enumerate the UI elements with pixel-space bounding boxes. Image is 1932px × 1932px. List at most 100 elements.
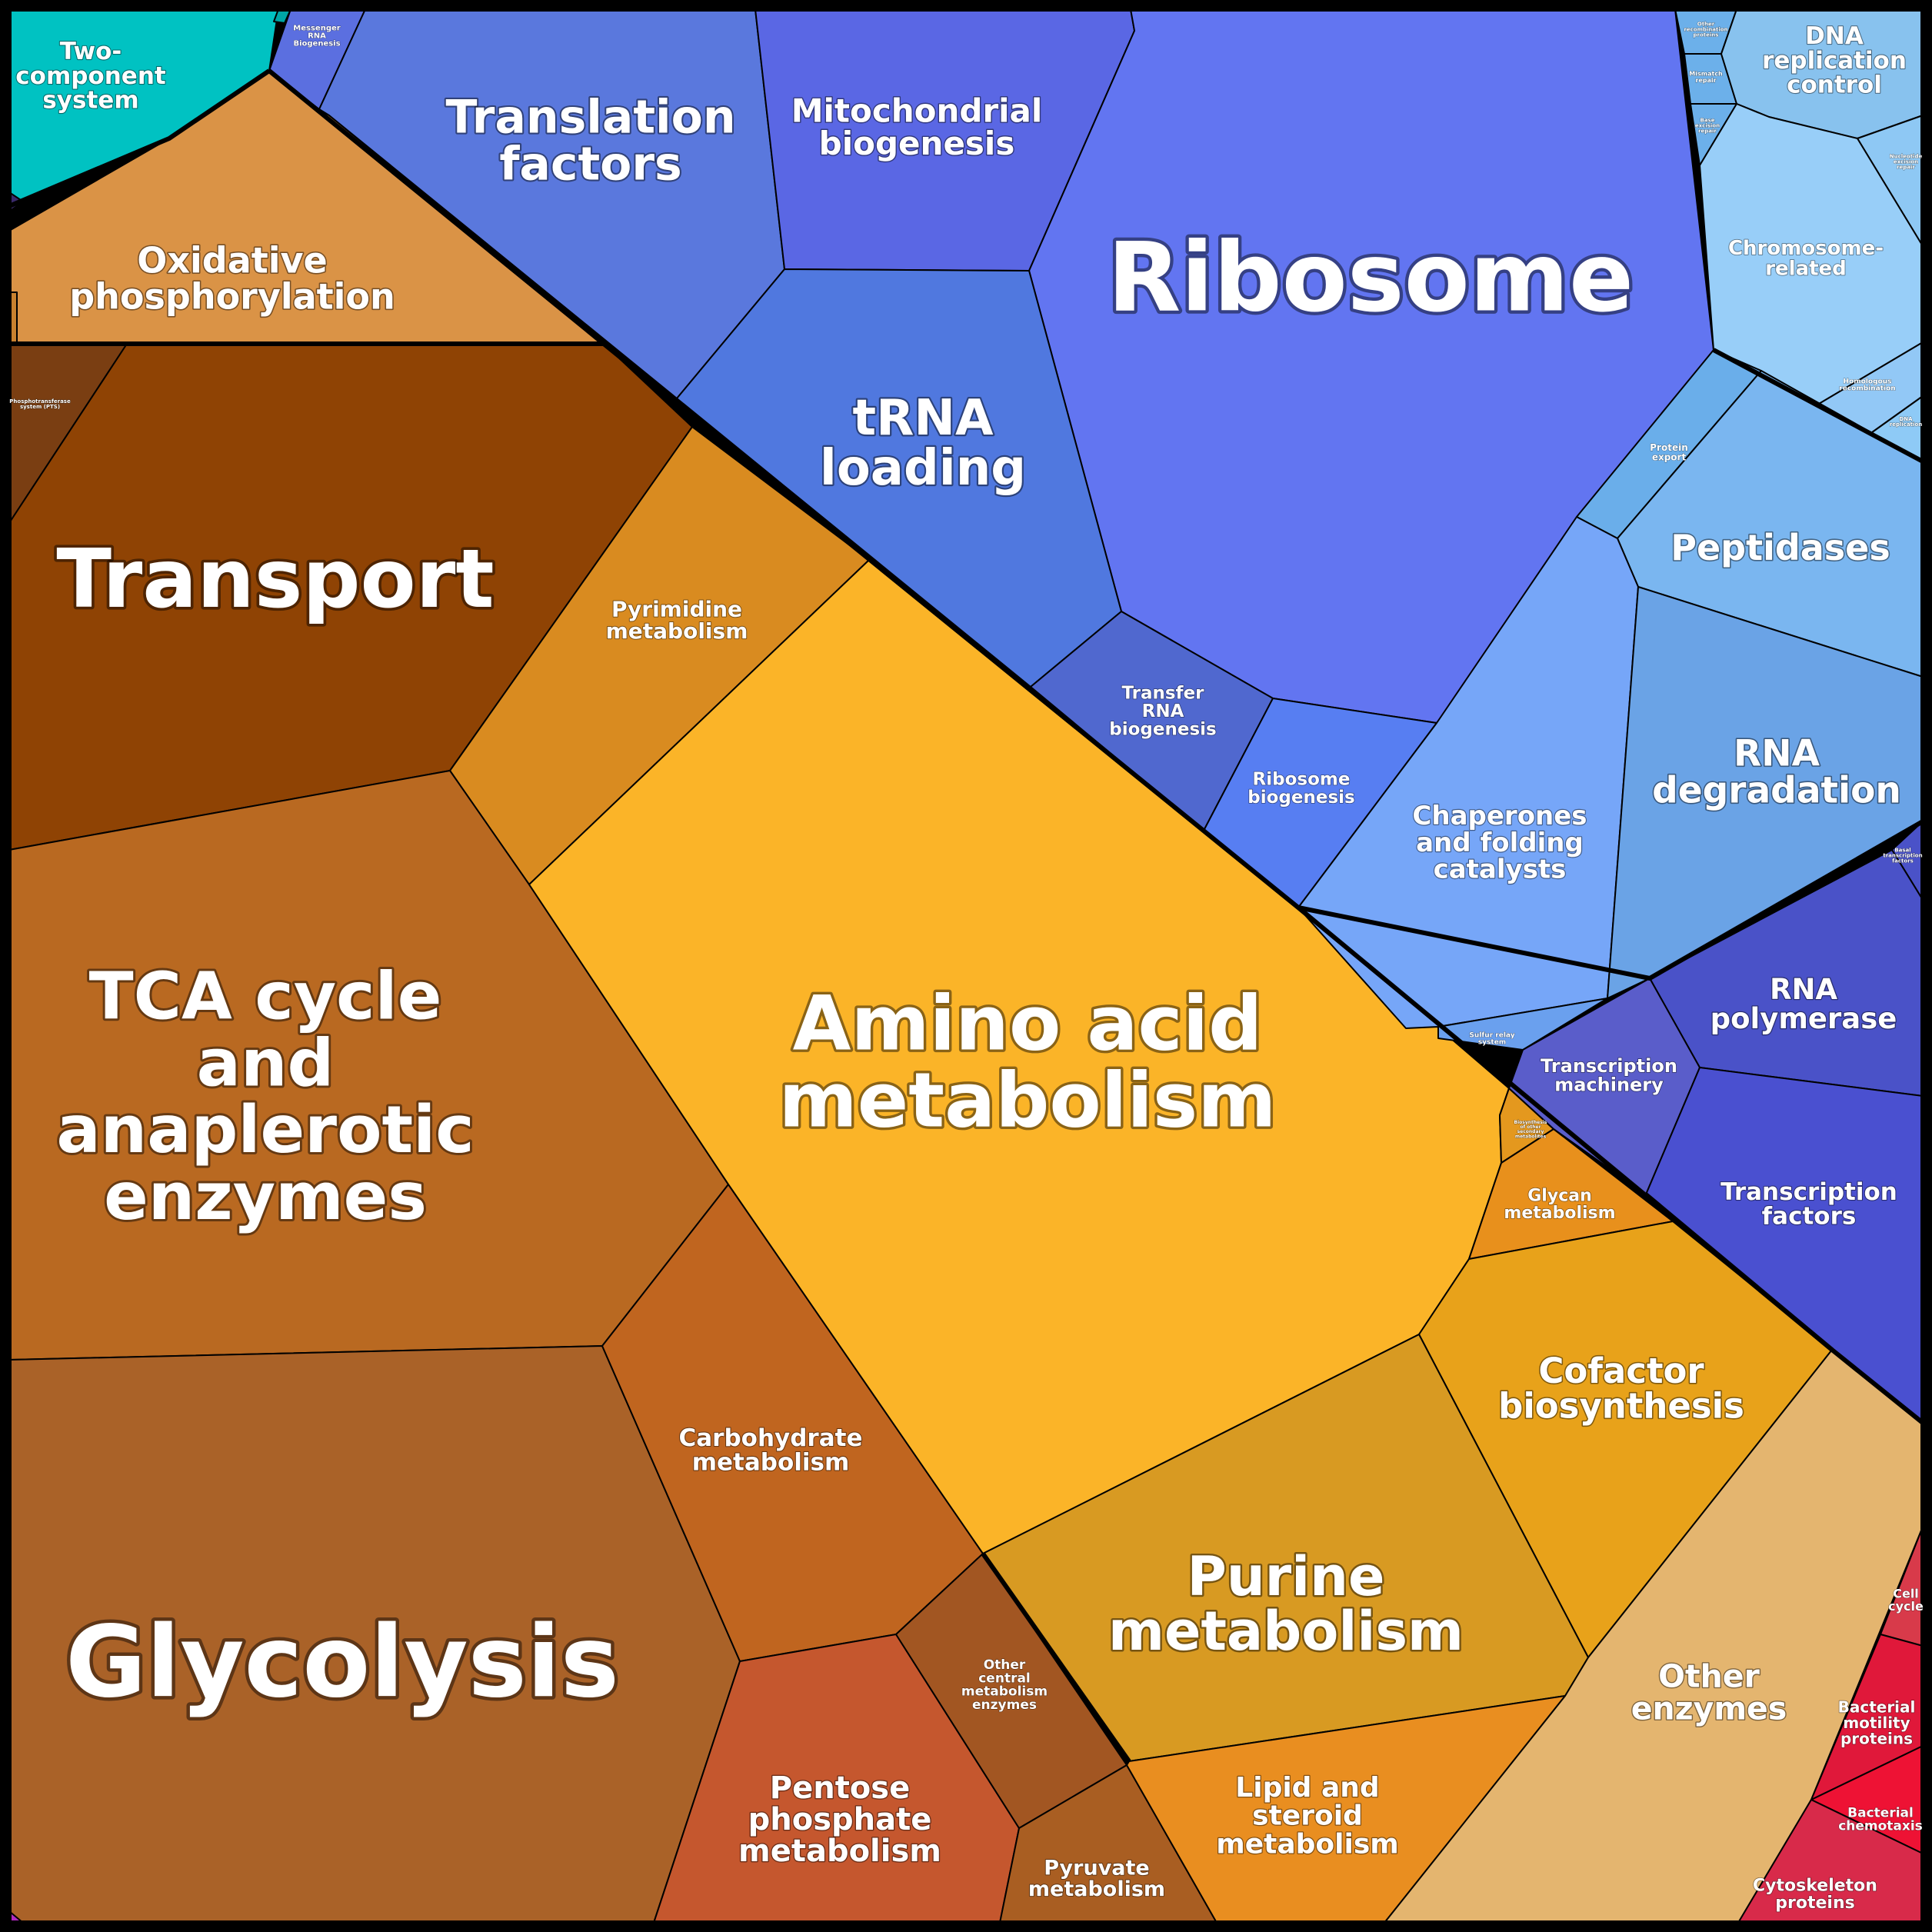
label-peptidases: Peptidases [1671, 527, 1890, 568]
label-line: Protein [1650, 442, 1688, 453]
label-line: anaplerotic [56, 1092, 474, 1168]
label-line: steroid [1252, 1800, 1363, 1832]
label-line: and folding [1416, 828, 1584, 858]
label-chromosome-related: Chromosome-related [1728, 237, 1884, 281]
label-line: Phosphotransferase [9, 398, 71, 405]
region-trna-loading [676, 268, 1122, 688]
label-line: Ribosome [1253, 769, 1351, 789]
label-line: metabolites [1515, 1134, 1547, 1139]
label-line: Carbohydrate [679, 1424, 863, 1452]
group-border [1297, 819, 1924, 981]
label-line: biogenesis [1109, 720, 1216, 740]
label-line: DNA [1805, 22, 1864, 50]
label-line: repair [1897, 165, 1915, 171]
label-line: RNA [308, 32, 326, 41]
label-line: factors [499, 138, 681, 192]
label-line: Sulfur relay [1469, 1032, 1514, 1040]
label-line: excision [1695, 122, 1720, 128]
label-line: Mitochondrial [791, 92, 1043, 129]
label-line: TCA cycle [89, 959, 442, 1035]
label-line: Biogenesis [293, 40, 340, 48]
label-line: Two- [60, 38, 122, 65]
label-line: metabolism [606, 618, 748, 644]
label-line: Cofactor [1538, 1351, 1704, 1391]
label-line: Biosynthesis [1514, 1120, 1547, 1125]
label-line: Chromosome- [1728, 237, 1884, 260]
label-line: Other [1658, 1657, 1760, 1694]
label-line: catalysts [1434, 854, 1567, 885]
label-line: Amino acid [793, 980, 1263, 1068]
label-line: central [978, 1671, 1031, 1686]
label-line: Glycan [1527, 1186, 1592, 1205]
label-line: Transcription [1541, 1055, 1677, 1077]
label-line: Transport [56, 532, 494, 626]
label-line: Messenger [293, 24, 340, 32]
label-line: Other [1697, 21, 1715, 27]
label-line: Pyrimidine [611, 597, 742, 622]
label-line: metabolism [779, 1057, 1277, 1144]
label-line: metabolism [1504, 1204, 1615, 1223]
label-line: system (PTS) [20, 404, 60, 410]
label-line: of other [1520, 1124, 1541, 1130]
label-line: proteins [1694, 32, 1719, 38]
label-line: Other [984, 1657, 1026, 1673]
label-line: Nucleotide [1890, 153, 1923, 159]
label-line: cycle [1888, 1599, 1924, 1614]
label-line: replication [1762, 47, 1907, 75]
label-line: polymerase [1710, 1002, 1897, 1035]
label-line: RNA [1770, 973, 1837, 1006]
label-line: control [1787, 71, 1882, 98]
label-line: biogenesis [1247, 788, 1354, 808]
label-line: machinery [1554, 1074, 1664, 1096]
group-border [981, 1552, 1131, 1763]
label-line: proteins [1775, 1894, 1854, 1913]
label-line: enzymes [104, 1159, 427, 1235]
label-line: metabolism [1216, 1828, 1399, 1860]
label-line: Translation [445, 90, 735, 144]
label-line: chemotaxis [1838, 1819, 1923, 1834]
label-line: degradation [1652, 769, 1901, 811]
label-line: Peptidases [1671, 527, 1890, 568]
label-line: biogenesis [819, 125, 1015, 162]
label-line: phosphate [748, 1802, 932, 1837]
group-border [1712, 348, 1924, 464]
label-line: Transfer [1121, 684, 1204, 704]
label-line: Cell [1893, 1586, 1919, 1601]
label-line: recombination [1684, 26, 1727, 32]
label-line: Bacterial [1838, 1698, 1916, 1717]
label-line: proteins [1840, 1729, 1913, 1747]
label-line: Base [1700, 117, 1715, 123]
